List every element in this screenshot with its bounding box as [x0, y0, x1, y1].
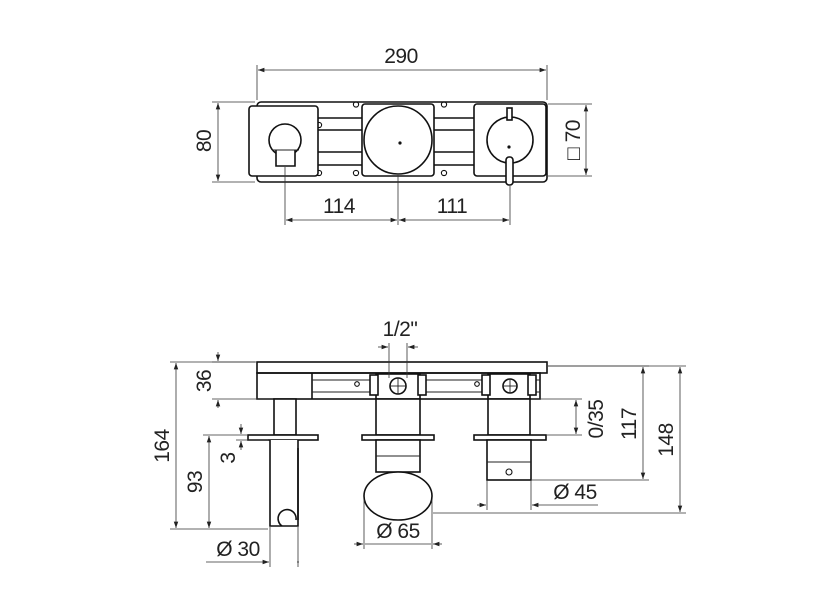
dim-spacing: 114 111 [284, 167, 511, 225]
top-mounting-holes [315, 101, 448, 177]
dim-overall-depth-label: 148 [655, 423, 678, 457]
dim-height-label: 80 [193, 130, 216, 152]
dim-knob-diameter: Ø 65 [354, 500, 442, 549]
dim-spacing-left-label: 114 [323, 195, 356, 218]
dim-overall-depth: 148 [433, 365, 686, 514]
center-valve [369, 373, 427, 400]
dim-adjust-range: 0/35 [531, 398, 608, 439]
center-knob [363, 471, 433, 521]
dim-step: 3 [217, 424, 268, 464]
top-spout-outlet [275, 150, 296, 167]
right-valve [481, 373, 537, 400]
front-cover-plate [256, 361, 548, 374]
dim-spout-height: 93 [184, 434, 247, 528]
dim-knob-diameter-label: Ø 65 [376, 520, 420, 543]
top-center-knob [363, 105, 433, 175]
top-rails [318, 117, 475, 166]
spout [247, 398, 319, 527]
dim-square-label: □ 70 [562, 120, 585, 160]
dim-spout-diameter-label: Ø 30 [216, 538, 260, 561]
dim-spout-height-label: 93 [184, 471, 207, 493]
top-view: 290 80 114 111 □ 70 [193, 45, 592, 225]
dim-height: 80 [193, 101, 255, 183]
dim-thread-label: 1/2" [383, 318, 418, 341]
right-handle-stack [473, 398, 547, 481]
dim-square: □ 70 [548, 103, 592, 177]
front-view: 1/2" 36 164 93 3 [151, 318, 686, 567]
center-knob-stack [361, 398, 435, 521]
dim-width-label: 290 [384, 45, 418, 68]
dim-depth-label: 36 [193, 370, 216, 392]
dim-handle-diameter-label: Ø 45 [553, 481, 597, 504]
dim-thread: 1/2" [378, 318, 418, 378]
dim-body-depth-label: 117 [618, 408, 641, 440]
top-lever [505, 156, 514, 186]
dim-total-height: 164 [151, 361, 268, 530]
dim-adjust-range-label: 0/35 [585, 400, 608, 439]
dim-width: 290 [256, 45, 548, 100]
dim-total-height-label: 164 [151, 428, 174, 462]
dim-handle-diameter: Ø 45 [477, 480, 598, 510]
top-right-knob [486, 116, 534, 164]
dim-spout-diameter: Ø 30 [206, 527, 299, 567]
dim-spacing-right-label: 111 [437, 195, 467, 218]
dim-step-label: 3 [217, 452, 240, 463]
